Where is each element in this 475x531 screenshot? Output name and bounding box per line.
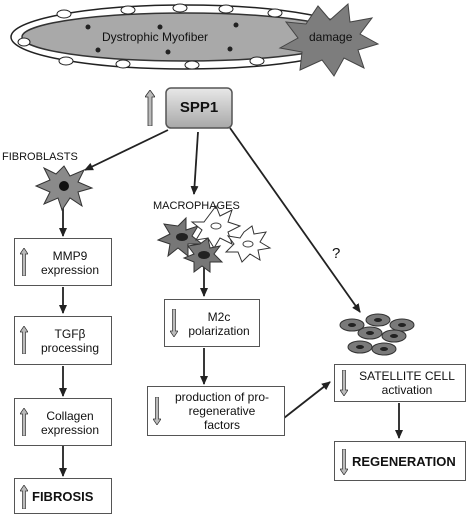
arrow-down-icon (340, 370, 348, 396)
myonucleus (56, 9, 72, 19)
spp1-node (165, 87, 233, 129)
arrow-spp1-to-macrophages (190, 131, 199, 195)
myonucleus (249, 56, 265, 66)
damage-label: damage (309, 30, 353, 44)
satellite-cells (339, 313, 415, 356)
myonucleus (58, 56, 74, 66)
production-line1: production of pro- (174, 390, 270, 404)
myonucleus (267, 8, 283, 18)
production-box: production of pro- regenerative factors (147, 386, 285, 436)
m2c-line2: polarization (188, 324, 250, 338)
macrophages-label: MACROPHAGES (153, 200, 240, 212)
satellite-activation-box: SATELLITE CELL activation (334, 364, 466, 402)
arrow-production-to-satellite (283, 381, 331, 419)
collagen-line2: expression (40, 423, 100, 437)
fibroblasts-label: FIBROBLASTS (2, 151, 78, 163)
arrow-down-icon (340, 449, 348, 475)
arrow-up-icon (20, 248, 28, 276)
mmp9-box: MMP9 expression (14, 238, 112, 286)
fibrosis-box: FIBROSIS (14, 478, 112, 514)
satellite-line1: SATELLITE CELL (359, 369, 455, 383)
arrow-up-icon (20, 326, 28, 354)
myonucleus (120, 5, 136, 15)
myonucleus (184, 60, 200, 70)
satellite-line2: activation (381, 383, 433, 397)
arrow-down-icon (153, 397, 161, 425)
arrow-up-icon (145, 90, 155, 126)
m2c-line1: M2c (207, 310, 231, 324)
arrow-up-icon (20, 485, 28, 509)
myofiber-dots (85, 22, 239, 55)
tgfb-box: TGFβ processing (14, 316, 112, 365)
fibroblast-nucleus (59, 181, 69, 191)
dystrophic-myofiber (10, 2, 380, 77)
damage-burst (278, 2, 380, 77)
production-line3: factors (203, 418, 240, 432)
unknown-link-question-mark: ? (332, 245, 341, 262)
satellite-nuclei (348, 318, 406, 351)
myonucleus (218, 4, 234, 14)
collagen-box: Collagen expression (14, 398, 112, 446)
myofiber-label: Dystrophic Myofiber (102, 30, 209, 44)
myonucleus (17, 37, 31, 47)
production-line2: regenerative (188, 404, 256, 418)
regeneration-box: REGENERATION (334, 441, 466, 481)
arrow-spp1-to-fibroblasts (84, 129, 169, 171)
myonucleus (115, 59, 131, 69)
arrow-spp1-to-satellite (229, 127, 361, 313)
arrow-up-icon (20, 408, 28, 436)
regeneration-label: REGENERATION (352, 454, 456, 469)
fibrosis-label: FIBROSIS (32, 489, 94, 504)
mmp9-line2: expression (40, 263, 100, 277)
myonuclei (17, 3, 283, 70)
myonucleus (172, 3, 188, 13)
tgfb-line2: processing (40, 341, 100, 355)
tgfb-line1: TGFβ (54, 327, 86, 341)
arrow-down-icon (170, 309, 178, 337)
fibroblast-cell (34, 165, 94, 212)
m2c-box: M2c polarization (164, 299, 260, 347)
mmp9-line1: MMP9 (52, 249, 88, 263)
connector-arrows (59, 127, 403, 477)
collagen-line1: Collagen (46, 409, 94, 423)
spp1-label: SPP1 (179, 99, 219, 116)
macrophage-cells (156, 204, 272, 273)
